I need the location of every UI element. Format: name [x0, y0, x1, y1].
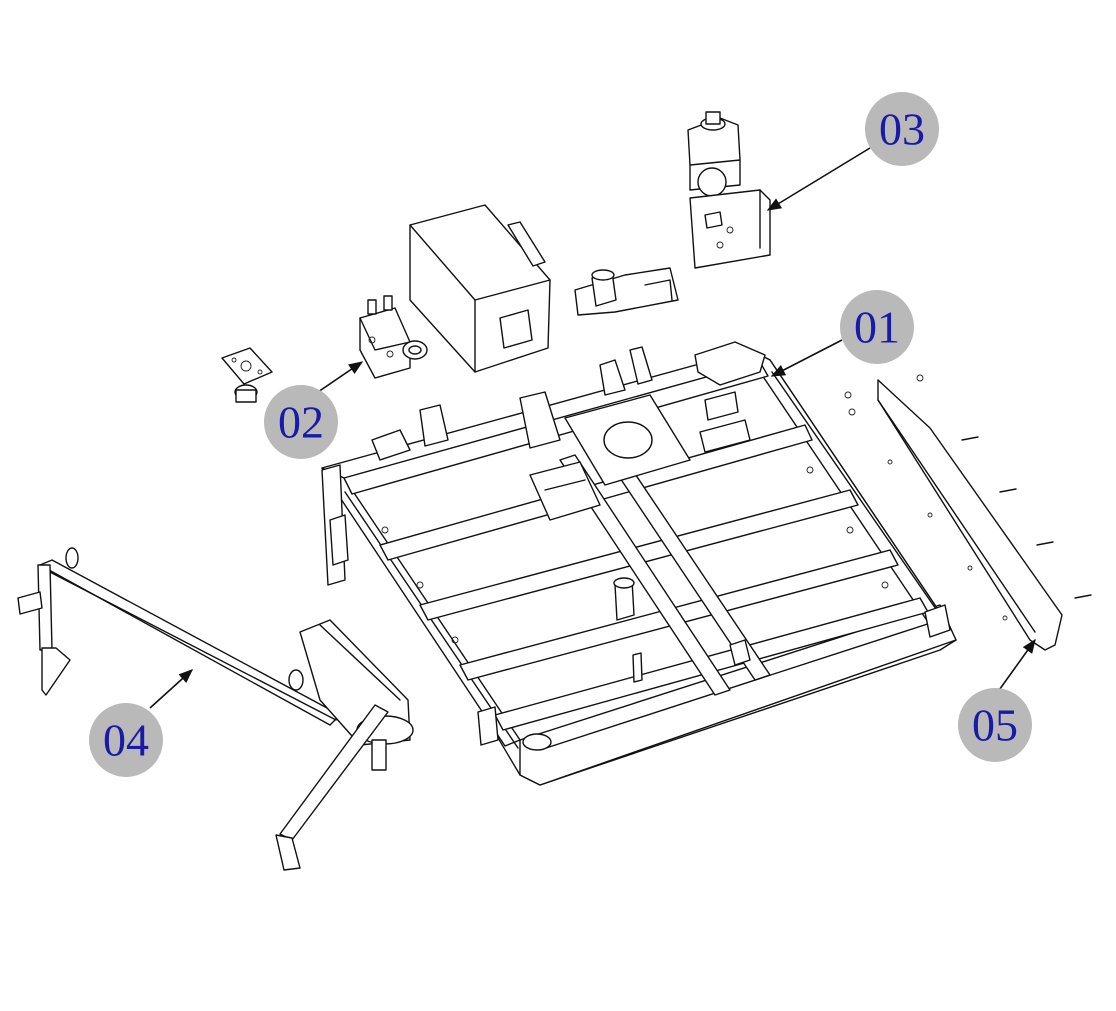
side-arm-assembly-drawing [17, 547, 414, 871]
callout-01-circle [840, 290, 914, 364]
callout-03-label: 03 [879, 104, 925, 155]
callout-03-circle [865, 92, 939, 166]
callout-03: 03 [865, 92, 939, 166]
callout-01: 01 [840, 290, 914, 364]
leader-03 [766, 147, 871, 211]
main-frame-drawing [321, 341, 957, 786]
callout-04-circle [89, 703, 163, 777]
valve-components-drawing [221, 204, 551, 403]
leader-lines [149, 147, 1036, 709]
callout-04: 04 [89, 703, 163, 777]
callout-05-label: 05 [972, 700, 1018, 751]
callout-05: 05 [958, 688, 1032, 762]
callout-01-label: 01 [854, 302, 900, 353]
leader-01 [770, 339, 843, 377]
leader-02 [317, 361, 364, 393]
callout-05-circle [958, 688, 1032, 762]
callout-02-label: 02 [278, 397, 324, 448]
callout-02: 02 [264, 385, 338, 459]
side-shield-plate-drawing [844, 374, 1092, 651]
callout-04-label: 04 [103, 715, 149, 766]
callout-02-circle [264, 385, 338, 459]
leader-04 [149, 669, 194, 709]
motor-bracket-assembly-drawing [574, 111, 771, 316]
